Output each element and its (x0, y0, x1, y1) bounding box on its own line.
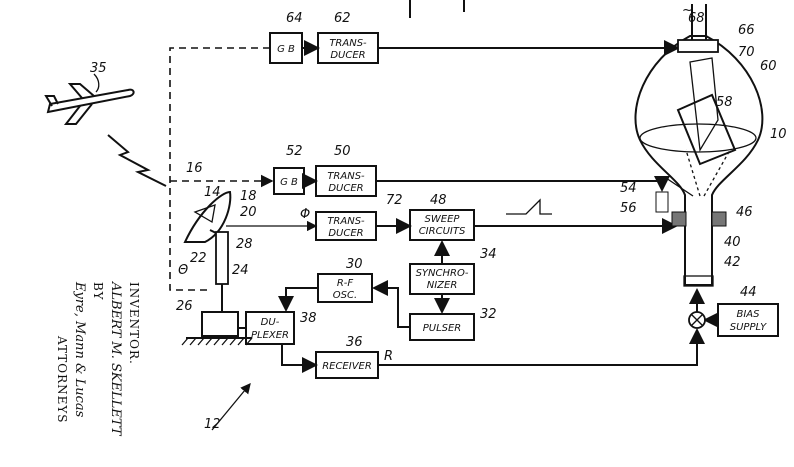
svg-text:70: 70 (738, 45, 755, 60)
sawtooth-waveform (506, 198, 552, 215)
svg-text:40: 40 (724, 235, 741, 250)
svg-text:50: 50 (334, 144, 351, 159)
svg-text:44: 44 (740, 285, 757, 300)
rf-osc-block: R-F OSC. (317, 273, 373, 303)
svg-text:42: 42 (724, 255, 741, 270)
svg-text:PULSER: PULSER (423, 323, 462, 334)
svg-text:66: 66 (738, 23, 755, 38)
svg-text:48: 48 (430, 193, 447, 208)
airplane-icon (44, 83, 135, 125)
pulser-block: PULSER (409, 313, 475, 341)
svg-text:38: 38 (300, 311, 317, 326)
radar-beam-icon (107, 134, 167, 187)
svg-text:56: 56 (620, 201, 637, 216)
ac-symbol: ~ (682, 3, 693, 18)
leader-line (665, 177, 694, 197)
svg-text:12: 12 (204, 417, 221, 432)
svg-text:24: 24 (232, 263, 249, 278)
svg-text:22: 22 (190, 251, 207, 266)
svg-text:TRANS-: TRANS- (327, 216, 365, 227)
svg-text:Eyre, Mann & Lucas: Eyre, Mann & Lucas (72, 281, 87, 418)
r-label: R (384, 349, 393, 364)
synchronizer-block: SYNCHRO- NIZER (409, 263, 475, 295)
phi-label: Φ (300, 207, 310, 222)
svg-text:26: 26 (176, 299, 193, 314)
svg-text:CIRCUITS: CIRCUITS (419, 226, 466, 237)
connector (372, 280, 410, 328)
theta-label: Θ (178, 263, 188, 278)
leader-line (93, 73, 100, 93)
svg-text:DUCER: DUCER (330, 50, 365, 61)
connector (281, 344, 318, 373)
svg-text:62: 62 (334, 11, 351, 26)
gb-mid-block: G B (273, 167, 305, 195)
radar-antenna (181, 190, 253, 346)
svg-text:14: 14 (204, 185, 221, 200)
svg-text:TRANS-: TRANS- (329, 38, 367, 49)
svg-text:58: 58 (716, 95, 733, 110)
svg-text:BIAS: BIAS (737, 309, 761, 320)
svg-text:PLEXER: PLEXER (251, 330, 289, 341)
svg-text:RECEIVER: RECEIVER (322, 361, 372, 372)
reference-numerals: 64 62 68 66 70 60 35 58 10 16 52 50 14 1… (90, 11, 787, 432)
svg-text:16: 16 (186, 161, 203, 176)
svg-text:TRANS-: TRANS- (327, 171, 365, 182)
receiver-block: RECEIVER (315, 351, 379, 379)
sweep-circuits-block: SWEEP CIRCUITS (409, 209, 475, 241)
svg-text:DUCER: DUCER (328, 183, 363, 194)
duplexer-block: DU- PLEXER (245, 311, 295, 345)
bias-supply-block: BIAS SUPPLY (717, 303, 779, 337)
svg-text:52: 52 (286, 144, 303, 159)
svg-text:72: 72 (386, 193, 403, 208)
connector (278, 287, 318, 312)
gb-top-block: G B (269, 32, 303, 64)
svg-text:30: 30 (346, 257, 363, 272)
cathode-ray-tube (634, 4, 764, 287)
svg-text:64: 64 (286, 11, 303, 26)
svg-text:OSC.: OSC. (333, 290, 357, 301)
svg-text:INVENTOR.: INVENTOR. (127, 282, 141, 365)
svg-text:ALBERT M. SKELLETT: ALBERT M. SKELLETT (108, 281, 123, 437)
svg-text:R-F: R-F (337, 278, 354, 289)
svg-text:DUCER: DUCER (328, 228, 363, 239)
leader-line (211, 382, 251, 431)
svg-text:46: 46 (736, 205, 753, 220)
signature-block: INVENTOR. ALBERT M. SKELLETT BY Eyre, Ma… (55, 281, 141, 437)
connector (378, 328, 705, 366)
svg-text:35: 35 (90, 61, 107, 76)
svg-text:SUPPLY: SUPPLY (730, 322, 767, 333)
transducer-top-block: TRANS- DUCER (317, 32, 379, 64)
svg-text:10: 10 (770, 127, 787, 142)
svg-text:54: 54 (620, 181, 637, 196)
svg-text:ATTORNEYS: ATTORNEYS (55, 335, 69, 424)
svg-text:G B: G B (277, 44, 295, 55)
svg-text:68: 68 (688, 11, 705, 26)
svg-text:SWEEP: SWEEP (425, 214, 461, 225)
svg-text:NIZER: NIZER (427, 280, 458, 291)
svg-text:18: 18 (240, 189, 257, 204)
svg-text:60: 60 (760, 59, 777, 74)
svg-text:20: 20 (240, 205, 257, 220)
svg-text:G B: G B (280, 177, 298, 188)
transducer-phi-block: TRANS- DUCER (315, 211, 377, 241)
svg-text:DU-: DU- (261, 317, 280, 328)
svg-text:34: 34 (480, 247, 497, 262)
mechanical-link (169, 47, 270, 291)
transducer-mid-block: TRANS- DUCER (315, 165, 377, 197)
svg-text:BY: BY (91, 282, 105, 301)
svg-text:36: 36 (346, 335, 363, 350)
mixer-symbol (690, 313, 704, 327)
svg-text:32: 32 (480, 307, 497, 322)
svg-text:28: 28 (236, 237, 253, 252)
svg-text:SYNCHRO-: SYNCHRO- (416, 268, 469, 279)
